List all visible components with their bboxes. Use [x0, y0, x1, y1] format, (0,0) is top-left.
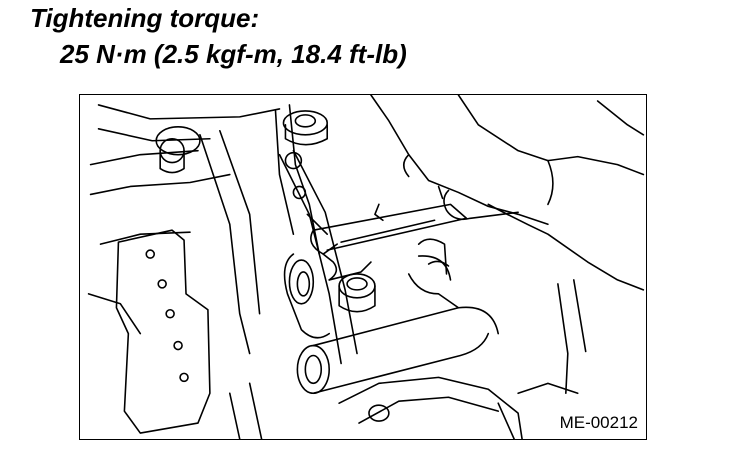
hose-clamp	[374, 185, 450, 275]
wrench-icon	[310, 203, 468, 281]
boss-upper-left	[155, 126, 201, 174]
hose	[296, 255, 500, 395]
lower-assembly	[228, 279, 587, 439]
engine-block-outline	[87, 104, 321, 355]
boss-top	[282, 110, 329, 146]
support-arm	[278, 149, 358, 365]
illustration-frame: ME-00212	[79, 94, 647, 440]
bolt	[283, 253, 376, 339]
bracket-plate	[115, 229, 211, 434]
torque-heading: Tightening torque:	[30, 3, 260, 33]
wrench-illustration	[87, 95, 645, 439]
hand-icon	[370, 95, 645, 291]
figure-code: ME-00212	[557, 413, 640, 433]
torque-value: 25 N·m (2.5 kgf-m, 18.4 ft-lb)	[60, 39, 407, 69]
